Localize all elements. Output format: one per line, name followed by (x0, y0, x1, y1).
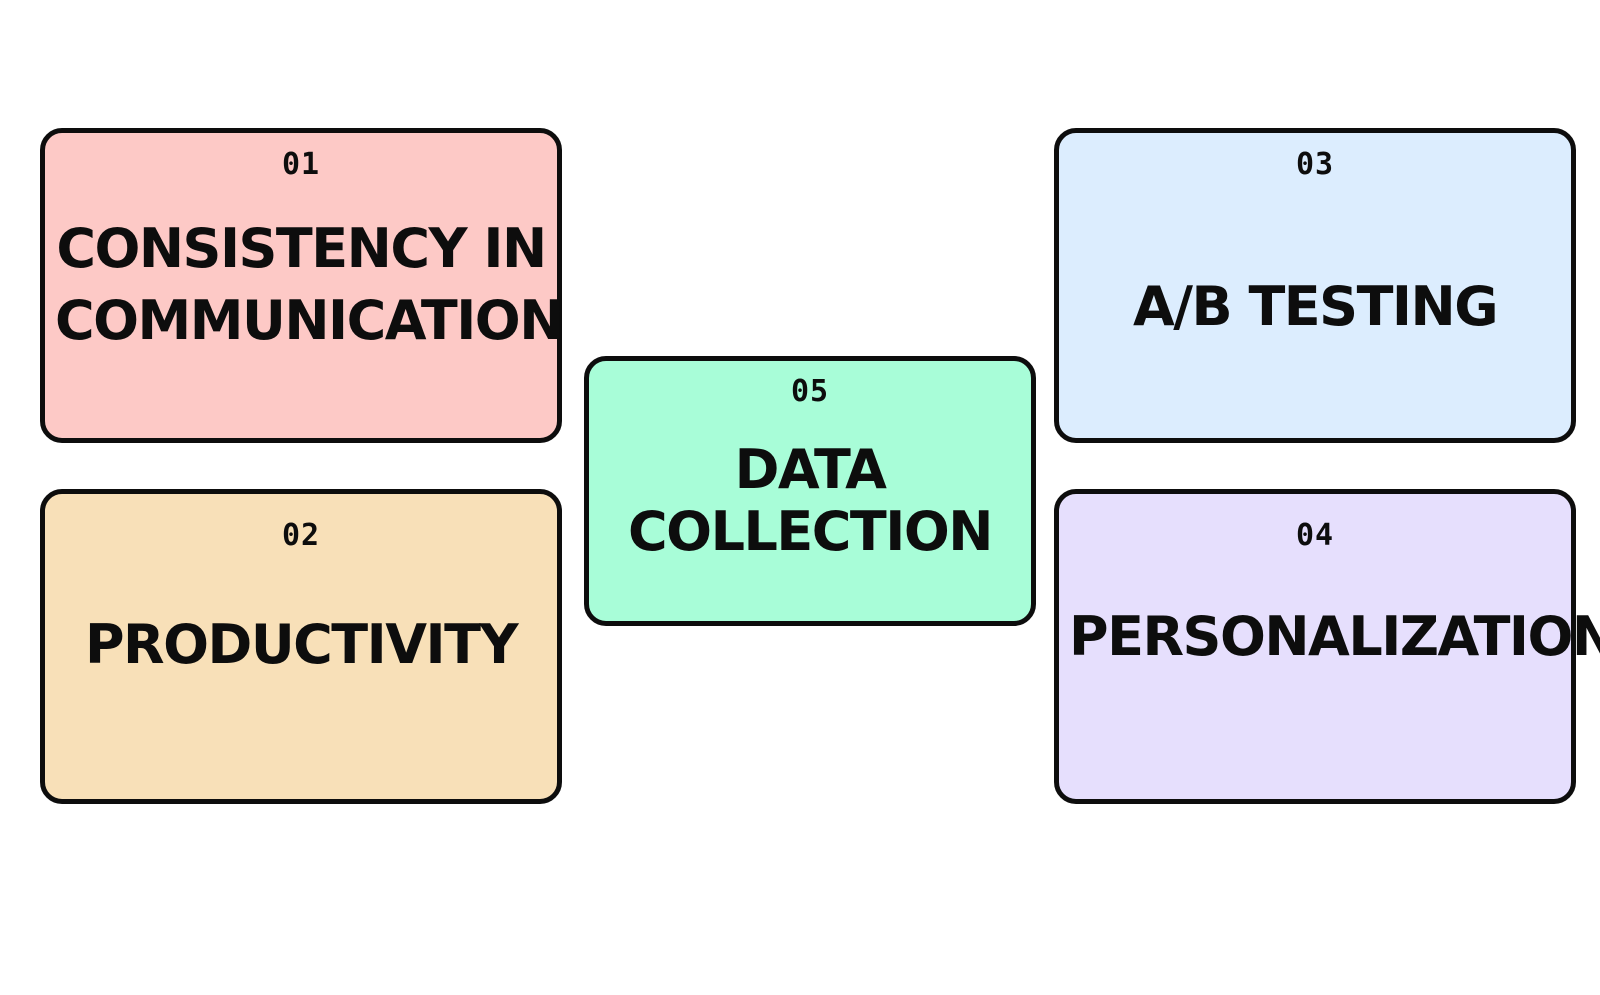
card-personalization: 04 PERSONALIZATION (1054, 489, 1600, 804)
card-title: CONSISTENCY IN COMMUNICATION (55, 217, 564, 352)
card-number: 04 (1295, 518, 1335, 553)
card-title: DATA COLLECTION (628, 438, 993, 563)
card-number: 01 (281, 147, 321, 182)
card-title: A/B TESTING (1132, 275, 1499, 338)
card-ab-testing: 03 A/B TESTING (1054, 128, 1576, 443)
card-title: PERSONALIZATION (1069, 605, 1600, 668)
card-data-collection: 05 DATA COLLECTION (584, 356, 1036, 626)
card-number: 03 (1295, 147, 1335, 182)
card-productivity: 02 PRODUCTIVITY (40, 489, 562, 804)
card-number: 02 (281, 518, 321, 553)
card-title: PRODUCTIVITY (84, 613, 519, 676)
card-number: 05 (790, 374, 830, 409)
card-consistency-in-communication: 01 CONSISTENCY IN COMMUNICATION (40, 128, 564, 443)
